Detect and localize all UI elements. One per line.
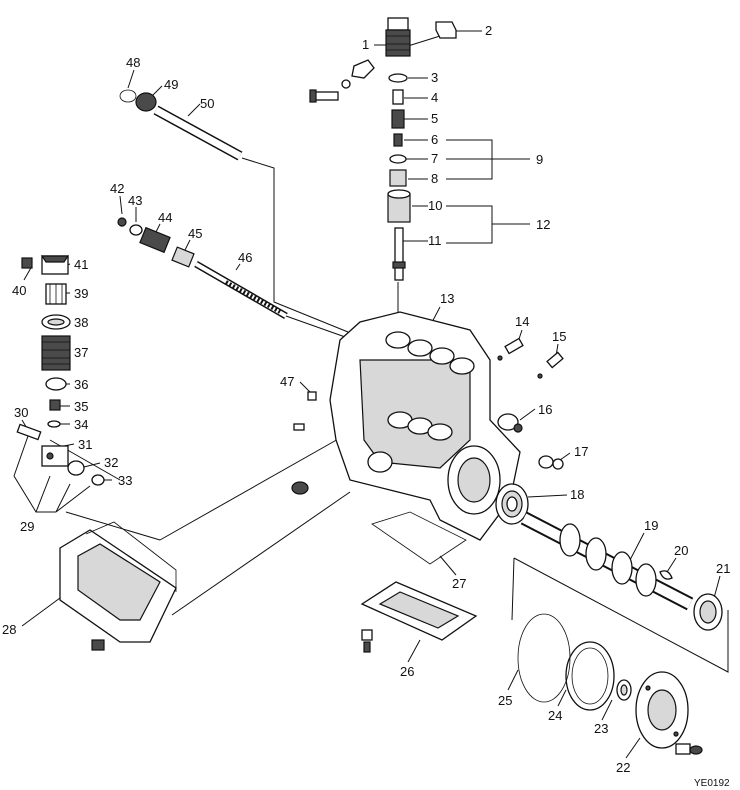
- label-18: 18: [570, 487, 584, 502]
- label-45: 45: [188, 226, 202, 241]
- part-38-seat: [41, 314, 71, 330]
- part-34-35-36-lower-parts: [45, 377, 67, 428]
- label-7: 7: [431, 151, 438, 166]
- label-34: 34: [74, 417, 88, 432]
- part-24-gasket: [565, 641, 615, 711]
- part-39-retainer: [45, 283, 67, 305]
- part-23-seal: [616, 679, 632, 701]
- part-47-pin: [291, 391, 317, 495]
- label-6: 6: [431, 132, 438, 147]
- part-28-side-cover: [59, 521, 177, 651]
- part-19-camshaft: [520, 511, 694, 611]
- diagram-code: YE0192: [694, 778, 730, 789]
- part-40-41-top-cap: [21, 255, 70, 275]
- part-18-bearing: [495, 483, 529, 525]
- label-11: 11: [428, 233, 442, 248]
- part-30-31-tappet: [16, 423, 69, 467]
- label-27: 27: [452, 576, 466, 591]
- label-44: 44: [158, 210, 172, 225]
- part-13-pump-housing: [329, 311, 521, 541]
- label-28: 28: [2, 622, 16, 637]
- part-44-spring: [139, 226, 171, 254]
- label-48: 48: [126, 55, 140, 70]
- part-48-49-plug: [119, 89, 157, 112]
- part-20-key: [659, 570, 673, 580]
- label-43: 43: [128, 193, 142, 208]
- part-45-sleeve: [171, 246, 195, 268]
- label-23: 23: [594, 721, 608, 736]
- part-11-plunger: [392, 227, 406, 281]
- part-3-washer: [388, 73, 408, 83]
- label-32: 32: [104, 455, 118, 470]
- label-40: 40: [12, 283, 26, 298]
- part-26-bottom-cover: [360, 581, 478, 653]
- label-49: 49: [164, 77, 178, 92]
- label-2: 2: [485, 23, 492, 38]
- part-32-33-rollers: [67, 460, 105, 486]
- part-2-clamp: [309, 21, 457, 103]
- label-1: 1: [362, 37, 369, 52]
- part-46-control-rod: [194, 260, 288, 320]
- label-36: 36: [74, 377, 88, 392]
- label-24: 24: [548, 708, 562, 723]
- label-21: 21: [716, 561, 730, 576]
- label-5: 5: [431, 111, 438, 126]
- label-9: 9: [536, 152, 543, 167]
- label-41: 41: [74, 257, 88, 272]
- label-50: 50: [200, 96, 214, 111]
- label-46: 46: [238, 250, 252, 265]
- label-14: 14: [515, 314, 529, 329]
- label-10: 10: [428, 198, 442, 213]
- part-27-gasket: [371, 511, 467, 565]
- label-47: 47: [280, 374, 294, 389]
- part-1-valve-holder: [385, 17, 411, 57]
- label-16: 16: [538, 402, 552, 417]
- label-20: 20: [674, 543, 688, 558]
- label-39: 39: [74, 286, 88, 301]
- label-38: 38: [74, 315, 88, 330]
- label-29: 29: [20, 519, 34, 534]
- label-8: 8: [431, 171, 438, 186]
- part-4-stem: [392, 89, 404, 105]
- label-17: 17: [574, 444, 588, 459]
- label-30: 30: [14, 405, 28, 420]
- label-25: 25: [498, 693, 512, 708]
- label-4: 4: [431, 90, 438, 105]
- part-14-15-screws: [497, 337, 564, 379]
- label-3: 3: [431, 70, 438, 85]
- label-22: 22: [616, 760, 630, 775]
- label-35: 35: [74, 399, 88, 414]
- part-50-shaft: [153, 105, 243, 161]
- label-31: 31: [78, 437, 92, 452]
- label-19: 19: [644, 518, 658, 533]
- part-labels: 1 2 3 4 5 6 7 8 9 10 11 12 13 14 15 16 1…: [2, 23, 730, 789]
- label-37: 37: [74, 345, 88, 360]
- part-21-bearing: [693, 593, 723, 631]
- part-22-end-cover: [635, 671, 703, 755]
- part-6-7-8-valve: [389, 133, 407, 187]
- part-16-17-plugs: [497, 413, 564, 470]
- label-33: 33: [118, 473, 132, 488]
- part-10-barrel: [387, 189, 411, 223]
- part-25-o-ring: [517, 613, 571, 703]
- label-15: 15: [552, 329, 566, 344]
- label-42: 42: [110, 181, 124, 196]
- label-26: 26: [400, 664, 414, 679]
- part-37-spring: [41, 335, 71, 371]
- part-42-43-washers: [117, 217, 143, 236]
- label-13: 13: [440, 291, 454, 306]
- part-5-spring: [391, 109, 405, 129]
- leader-lines: [13, 30, 729, 759]
- label-12: 12: [536, 217, 550, 232]
